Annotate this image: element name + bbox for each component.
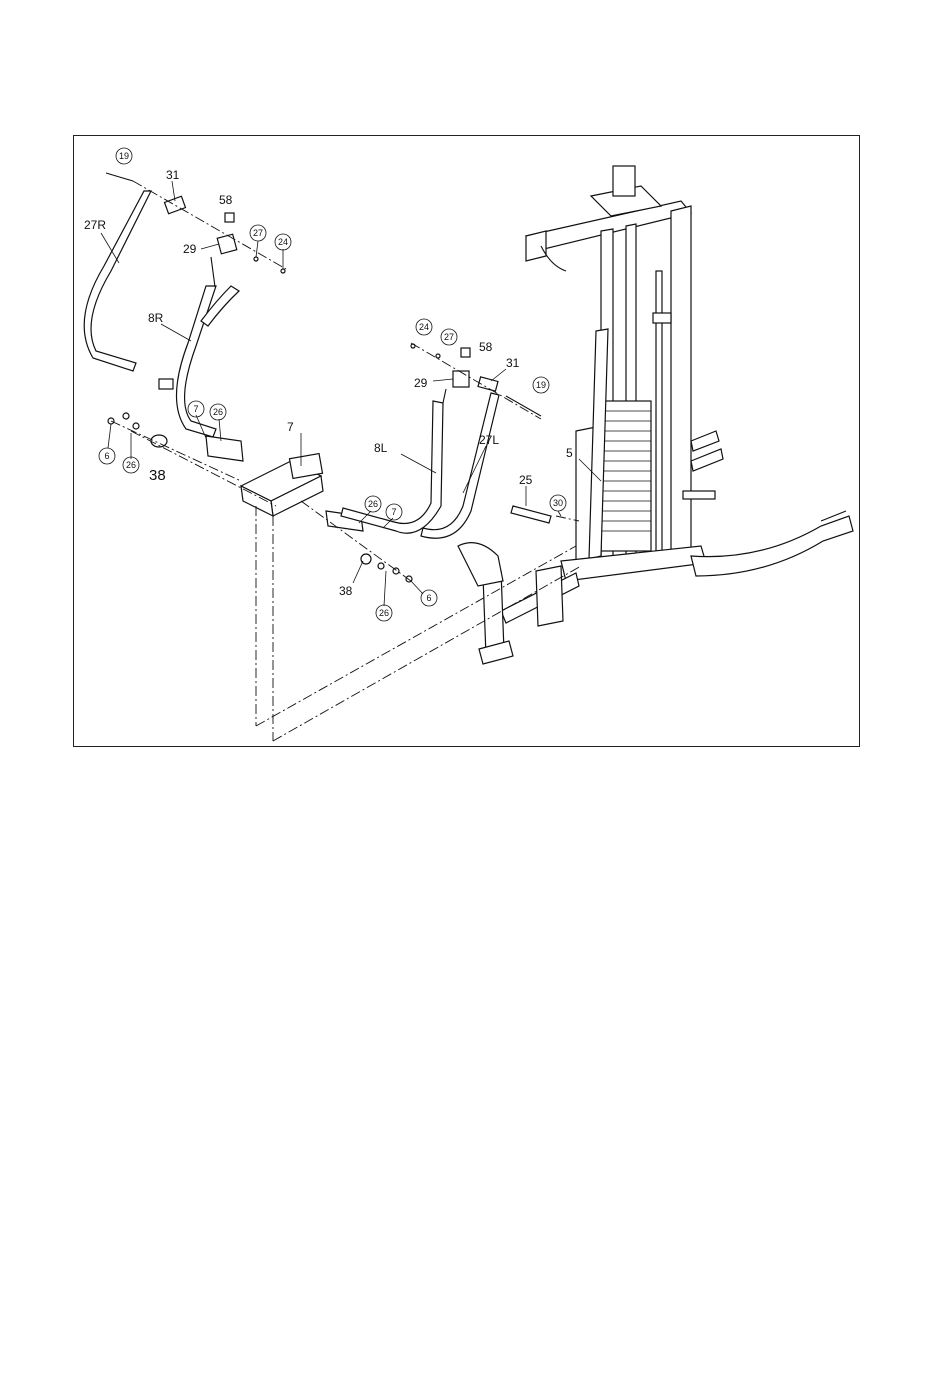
part-label-30: 30 (553, 498, 563, 508)
part-label-38a: 38 (149, 467, 166, 484)
part-label-27R: 27R (84, 218, 106, 232)
part-label-58a: 58 (219, 193, 233, 207)
part-label-26c: 26 (368, 499, 378, 509)
part-label-5: 5 (566, 446, 573, 460)
part-label-31b: 31 (506, 356, 520, 370)
left-arm-assembly (341, 348, 541, 538)
part-label-6a: 6 (104, 451, 109, 461)
fastener-hardware (108, 257, 440, 582)
part-label-8L: 8L (374, 441, 388, 455)
right-arm-assembly (84, 173, 239, 437)
exploded-assembly-diagram: 19 27 24 7 26 6 26 24 27 19 30 26 7 26 6… (74, 136, 861, 748)
part-label-29b: 29 (414, 376, 428, 390)
part-label-8R: 8R (148, 311, 164, 325)
part-label-19b: 19 (536, 380, 546, 390)
assembly-diagram-frame: 19 27 24 7 26 6 26 24 27 19 30 26 7 26 6… (73, 135, 860, 747)
part-label-7b: 7 (287, 420, 294, 434)
part-label-31a: 31 (166, 168, 180, 182)
part-label-27a: 27 (253, 228, 263, 238)
part-label-7a: 7 (193, 404, 198, 414)
part-labels: 19 27 24 7 26 6 26 24 27 19 30 26 7 26 6… (84, 148, 573, 621)
part-label-58b: 58 (479, 340, 493, 354)
main-frame-drawing (458, 166, 853, 664)
part-label-26b: 26 (126, 460, 136, 470)
part-label-38b: 38 (339, 584, 353, 598)
part-label-24b: 24 (419, 322, 429, 332)
part-label-25: 25 (519, 473, 533, 487)
center-bracket (206, 436, 363, 531)
part-label-6b: 6 (426, 593, 431, 603)
part-label-19a: 19 (119, 151, 129, 161)
part-label-27L: 27L (479, 433, 499, 447)
part-label-26d: 26 (379, 608, 389, 618)
part-label-29a: 29 (183, 242, 197, 256)
part-label-7c: 7 (391, 507, 396, 517)
part-label-24a: 24 (278, 237, 288, 247)
weight-stack (601, 401, 651, 551)
part-label-27b: 27 (444, 332, 454, 342)
part-label-26a: 26 (213, 407, 223, 417)
